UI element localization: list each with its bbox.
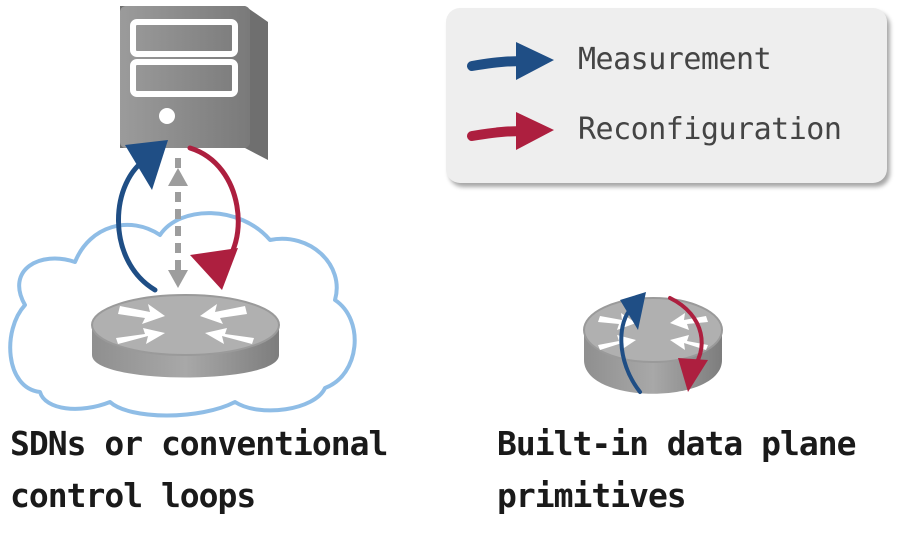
measurement-arrowhead-small (620, 292, 646, 330)
right-dataplane-loop (619, 292, 708, 394)
legend-label-measurement: Measurement (578, 42, 772, 77)
right-caption: Built-in data plane primitives (497, 418, 856, 522)
dashed-arrow-down-head (168, 270, 188, 288)
legend-arrows (467, 42, 554, 150)
router-icon-left (91, 294, 280, 378)
measurement-arrowhead (125, 140, 168, 190)
left-caption: SDNs or conventional control loops (10, 418, 388, 522)
reconfiguration-arrowhead-small (678, 358, 708, 392)
legend: Measurement Reconfiguration (446, 8, 887, 183)
left-caption-line2: control loops (10, 476, 256, 515)
legend-label-reconfiguration: Reconfiguration (578, 112, 842, 147)
left-caption-line1: SDNs or conventional (10, 424, 388, 463)
server-icon (120, 6, 268, 160)
measurement-legend-arrow-icon (467, 42, 554, 80)
dashed-arrow-up-head (168, 168, 188, 186)
right-caption-line1: Built-in data plane (497, 424, 856, 463)
reconfiguration-legend-arrow-icon (467, 112, 554, 150)
cloud-icon (8, 211, 357, 418)
right-caption-line2: primitives (497, 476, 687, 515)
reconfiguration-arrowhead (190, 248, 238, 290)
left-control-loop (116, 140, 241, 293)
